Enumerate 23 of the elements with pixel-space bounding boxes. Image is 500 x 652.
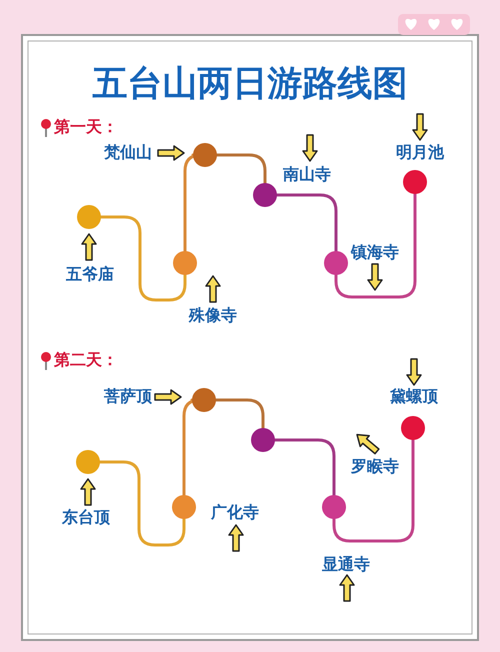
route-line xyxy=(100,216,186,302)
place-name: 东台顶 xyxy=(62,508,110,528)
place-name: 殊像寺 xyxy=(189,306,237,326)
place-name: 明月池 xyxy=(396,142,444,164)
route-line xyxy=(216,154,266,184)
title: 五台山两日游路线图 xyxy=(92,63,408,106)
route-line xyxy=(334,192,416,298)
day-heading: 第二天： xyxy=(54,350,118,371)
place-name: 五爷庙 xyxy=(66,264,114,286)
day-heading: 第一天： xyxy=(54,117,118,138)
place-name: 广化寺 xyxy=(211,502,259,524)
place-name: 罗睺寺 xyxy=(351,456,399,478)
route-line xyxy=(332,438,414,542)
place-name: 南山寺 xyxy=(283,164,331,186)
place-name: 梵仙山 xyxy=(104,142,152,164)
route-line xyxy=(214,398,264,430)
place-name: 显通寺 xyxy=(322,554,370,576)
place-name: 镇海寺 xyxy=(351,242,399,264)
route-line xyxy=(98,460,186,546)
route-line xyxy=(276,194,338,252)
place-name: 菩萨顶 xyxy=(104,386,152,408)
route-line xyxy=(274,438,336,496)
place-name: 黛螺顶 xyxy=(390,386,438,408)
